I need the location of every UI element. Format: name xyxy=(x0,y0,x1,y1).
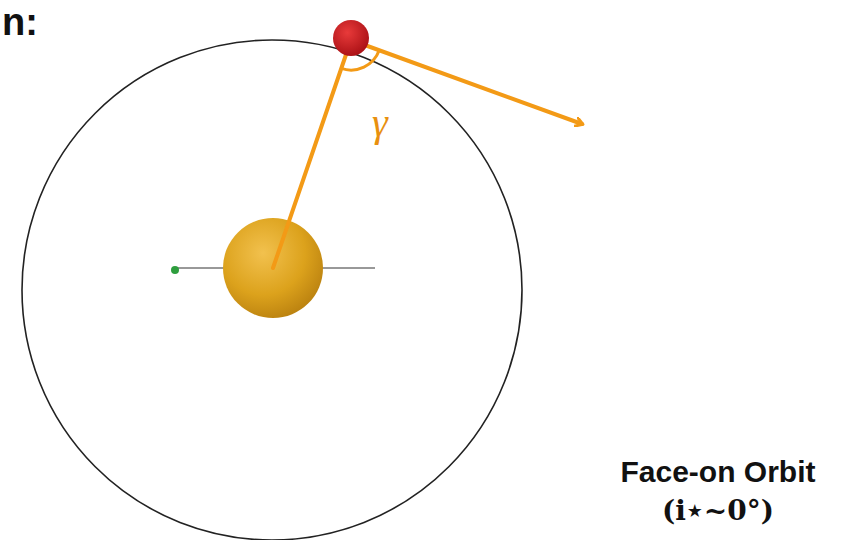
orbit-circle xyxy=(22,40,522,540)
barycenter-dot xyxy=(171,266,179,274)
panel-letter: n: xyxy=(2,2,38,44)
orbit-caption: Face-on Orbit xyxy=(620,455,815,488)
planet xyxy=(333,20,369,56)
inclination-label: (i⋆~0°) xyxy=(662,496,774,527)
angle-label: γ xyxy=(372,101,388,145)
radius-line xyxy=(273,40,351,268)
angle-arc xyxy=(341,50,379,70)
